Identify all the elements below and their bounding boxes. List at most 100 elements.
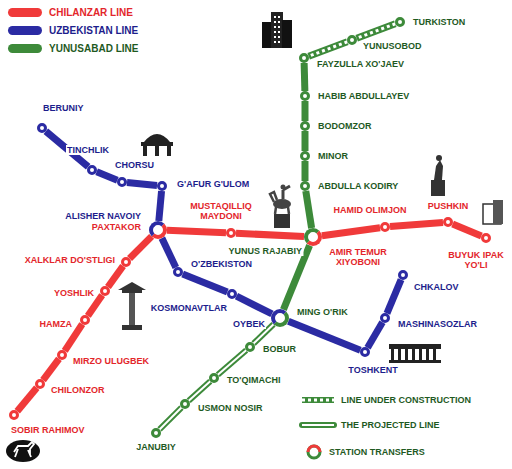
station: MINOR (300, 151, 310, 161)
metro-line (368, 322, 383, 347)
station: HAMZA (80, 315, 90, 325)
metro-line (322, 228, 380, 236)
metro-line (127, 182, 157, 185)
metro-line (390, 222, 443, 226)
metro-line (288, 321, 360, 350)
station: USMON NOSIR (180, 399, 190, 409)
station: O'ZBEKISTON (173, 267, 183, 277)
column (412, 349, 415, 360)
legend-text: THE PROJECTED LINE (340, 420, 441, 431)
station: BERUNIY (37, 123, 47, 133)
station: FAYZULLA XO'JAEV (299, 53, 309, 63)
metro-line (302, 131, 309, 151)
station: XALKLAR DO'STLIGI (121, 257, 131, 267)
line-core (357, 24, 396, 38)
construction-sample-dash (302, 399, 334, 402)
station-name: AMIR TEMUR XIYOBONI (321, 247, 395, 267)
roof (141, 142, 173, 146)
projected-line (189, 381, 211, 400)
station-name: PUSHKIN (427, 201, 470, 211)
statue (431, 155, 445, 196)
column (426, 349, 429, 360)
station-name: HAMID OLIMJON (333, 205, 408, 215)
figure-head (436, 155, 442, 161)
station: JANUBIY (151, 428, 161, 438)
station-name: JANUBIY (135, 442, 177, 452)
station-name: XALKLAR DO'STLIGI (24, 255, 116, 265)
dome (144, 134, 170, 142)
pillar (155, 146, 159, 156)
building (493, 200, 503, 224)
rider-head (281, 185, 286, 190)
station-name: O'ZBEKISTON (190, 259, 253, 269)
column (129, 293, 135, 325)
window (278, 21, 280, 23)
ring (122, 290, 142, 293)
station-name: G'AFUR G'ULOM (176, 179, 250, 189)
station-name: KOSMONAVTLAR (150, 303, 228, 313)
line-core (160, 408, 182, 430)
building (262, 22, 272, 48)
line-under-construction (357, 24, 396, 38)
station-name: HABIB ABDULLAYEV (317, 91, 410, 101)
station-name: TOSHKENT (347, 365, 398, 375)
transfer-sample-arc (308, 446, 320, 452)
station: SOBIR RAHIMOV (9, 410, 19, 420)
projected-sample-core (302, 424, 334, 426)
windows (274, 16, 280, 43)
station-name: CHKALOV (413, 282, 460, 292)
station: CHORSU (117, 177, 127, 187)
projected-line (160, 408, 182, 430)
metro-line (236, 233, 304, 236)
station-name: CHILONZOR (50, 385, 106, 395)
window (274, 16, 276, 18)
window (278, 16, 280, 18)
station-building (389, 344, 441, 363)
column (405, 349, 408, 360)
figure (434, 160, 443, 180)
metro-line (183, 274, 228, 292)
window (274, 41, 276, 43)
legend-text: UZBEKISTAN LINE (48, 25, 139, 36)
pillar (143, 146, 147, 156)
metro-line (162, 238, 176, 267)
legend-text: STATION TRANSFERS (328, 447, 426, 458)
metro-line (130, 236, 152, 258)
station: TOSHKENT (360, 347, 370, 357)
tower-monument (118, 282, 146, 330)
rider-monument (270, 185, 291, 229)
station-name: MASHINASOZLAR (397, 319, 478, 329)
station-name: TO'QIMACHI (226, 375, 281, 385)
metro-line (306, 191, 312, 228)
station-name: BOBUR (262, 344, 297, 354)
office-building (483, 200, 503, 224)
station: TO'QIMACHI (209, 373, 219, 383)
column (391, 349, 394, 360)
canopy (118, 282, 146, 290)
pillar (167, 146, 171, 156)
line-core (189, 381, 211, 400)
column (433, 349, 436, 360)
base (122, 325, 142, 330)
station: BODOMZOR (300, 121, 310, 131)
station-name: MINOR (317, 151, 349, 161)
station: BUYUK IPAK YO'LI (481, 233, 491, 243)
station: ABDULLA KODIRY (300, 181, 310, 191)
station: CHILONZOR (35, 379, 45, 389)
legend-text: LINE UNDER CONSTRUCTION (340, 395, 472, 406)
station: KOSMONAVTLAR (227, 289, 237, 299)
metro-line (302, 101, 309, 121)
station-name: OYBEK (232, 319, 266, 329)
metro-line (43, 359, 59, 380)
station-name: YUNUSOBOD (362, 41, 423, 51)
window (278, 31, 280, 33)
icon-ground (6, 440, 40, 462)
station-name: MING O'RIK (296, 307, 349, 317)
legend-swatch (8, 26, 42, 35)
metro-line (301, 63, 309, 91)
station: MUSTAQILLIQ MAYDONI (226, 228, 236, 238)
chorsu-dome (141, 134, 173, 156)
station-name: USMON NOSIR (197, 403, 264, 413)
window (274, 21, 276, 23)
